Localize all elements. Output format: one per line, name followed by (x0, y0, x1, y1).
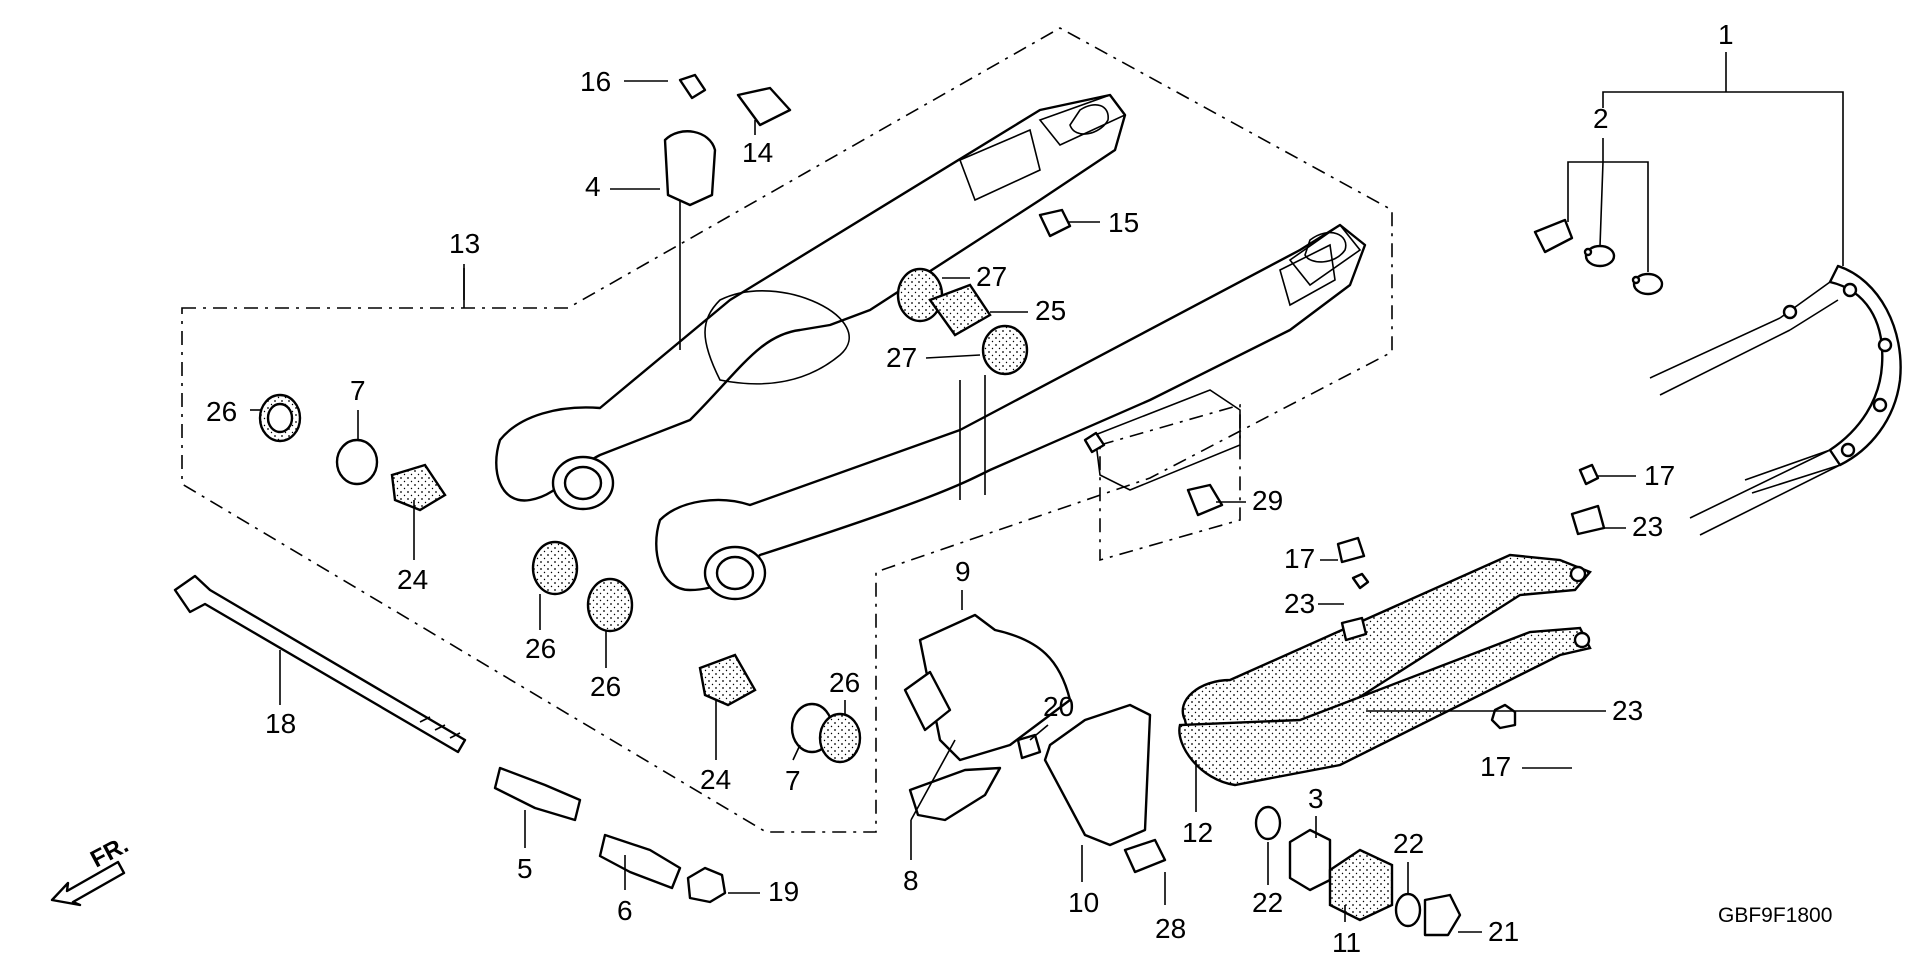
callout-20: 20 (1043, 691, 1074, 722)
callout-16: 16 (580, 66, 611, 97)
leader-lines (250, 52, 1844, 933)
callout-27a: 27 (976, 261, 1007, 292)
swingarm-guard-plate (1094, 389, 1241, 491)
callout-8: 8 (903, 865, 919, 896)
callout-24a: 24 (397, 564, 428, 595)
callout-4: 4 (585, 171, 601, 202)
front-direction-marker: FR. (50, 831, 133, 907)
direction-arrow-icon (50, 860, 126, 907)
callout-7b: 7 (785, 765, 801, 796)
hose-clamp (663, 73, 717, 207)
callout-15: 15 (1108, 207, 1139, 238)
callout-9: 9 (955, 556, 971, 587)
callout-26c: 26 (590, 671, 621, 702)
swingarm-body (495, 93, 1367, 601)
callout-23c: 23 (1612, 695, 1643, 726)
swingarm-assembly-outline (181, 27, 1393, 833)
pivot-collars (493, 766, 727, 904)
pivot-bolt (173, 574, 467, 754)
callout-17c: 17 (1480, 751, 1511, 782)
pivot-bearings (258, 86, 862, 764)
drawing-code: GBF9F1800 (1718, 904, 1832, 927)
callout-23a: 23 (1632, 511, 1663, 542)
callout-26a: 26 (206, 396, 237, 427)
callout-2: 2 (1593, 103, 1609, 134)
callout-10: 10 (1068, 887, 1099, 918)
callout-22a: 22 (1252, 887, 1283, 918)
callout-24b: 24 (700, 764, 731, 795)
callout-5: 5 (517, 853, 533, 884)
callout-22b: 22 (1393, 828, 1424, 859)
drive-chain (1649, 264, 1902, 536)
chain-guard-brackets (903, 483, 1224, 874)
chain-slider (1178, 553, 1592, 787)
callout-17b: 17 (1284, 543, 1315, 574)
callout-13: 13 (449, 228, 480, 259)
callout-26b: 26 (525, 633, 556, 664)
callout-1: 1 (1718, 19, 1734, 50)
callout-28: 28 (1155, 913, 1186, 944)
callout-25: 25 (1035, 295, 1066, 326)
fasteners (1083, 431, 1606, 642)
callout-6: 6 (617, 895, 633, 926)
callout-19: 19 (768, 876, 799, 907)
shock-link-bushings (896, 208, 1072, 376)
callout-3: 3 (1308, 783, 1324, 814)
callout-27b: 27 (886, 342, 917, 373)
callout-21: 21 (1488, 916, 1519, 947)
callout-7a: 7 (350, 375, 366, 406)
callout-26d: 26 (829, 667, 860, 698)
direction-label: FR. (86, 831, 133, 873)
callout-11: 11 (1332, 927, 1361, 958)
callout-29: 29 (1252, 485, 1283, 516)
callout-23b: 23 (1284, 588, 1315, 619)
callout-14: 14 (742, 137, 773, 168)
callout-12: 12 (1182, 817, 1213, 848)
callout-17a: 17 (1644, 460, 1675, 491)
master-link-set (1533, 218, 1664, 296)
callout-18: 18 (265, 708, 296, 739)
chain-slider-group-outline (1099, 403, 1241, 562)
callout-labels: 1 2 3 4 5 6 7 7 8 9 10 11 12 13 14 15 16… (206, 19, 1734, 958)
